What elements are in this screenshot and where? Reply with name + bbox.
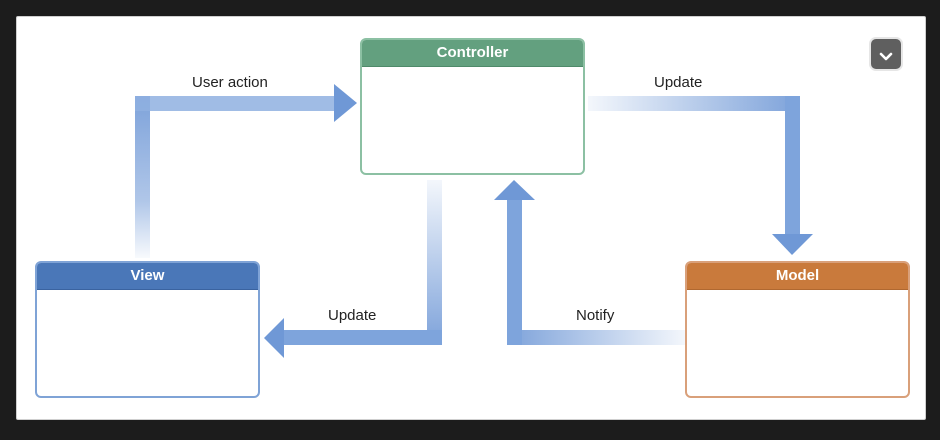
view-title: View	[37, 263, 258, 290]
user-action-label: User action	[192, 74, 268, 91]
collapse-button[interactable]	[869, 37, 903, 71]
model-box: Model	[685, 261, 910, 398]
update-model-arrow	[588, 96, 813, 255]
model-title: Model	[687, 263, 908, 290]
view-box: View	[35, 261, 260, 398]
user-action-arrow	[135, 84, 357, 258]
chevron-down-icon	[879, 49, 893, 61]
controller-title: Controller	[362, 40, 583, 67]
notify-label: Notify	[576, 307, 615, 324]
controller-box: Controller	[360, 38, 585, 175]
update-model-label: Update	[654, 74, 703, 91]
notify-arrow	[494, 180, 685, 345]
update-view-arrow	[264, 180, 442, 358]
update-view-label: Update	[328, 307, 377, 324]
